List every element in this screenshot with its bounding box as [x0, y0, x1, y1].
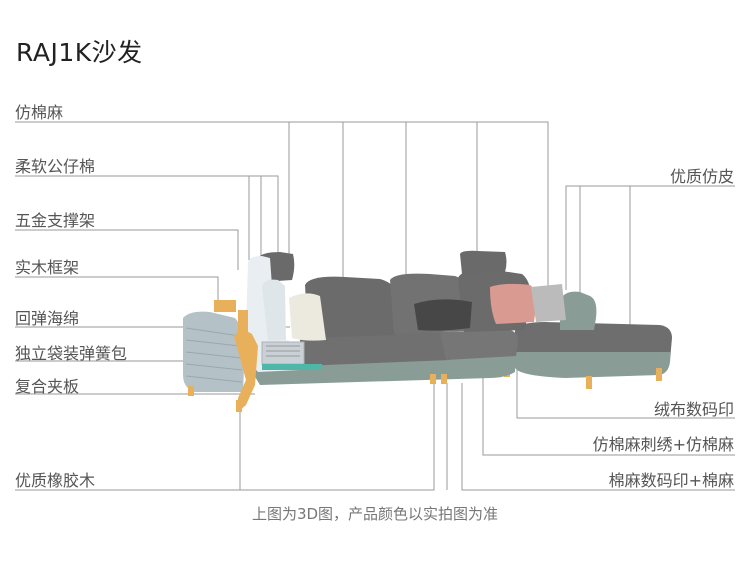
label-metal-support: 五金支撑架: [15, 211, 96, 230]
label-rebound-sponge: 回弹海绵: [15, 309, 80, 328]
label-soft-doll-cotton: 柔软公仔棉: [15, 157, 96, 176]
pillow-check: [531, 284, 566, 322]
pillow-cream: [289, 293, 326, 341]
label-velvet-print: 绒布数码印: [653, 400, 734, 419]
label-pocket-spring: 独立袋装弹簧包: [15, 344, 128, 363]
sofa-illustration: [183, 250, 672, 412]
pillow-pink: [490, 283, 538, 324]
pillow-dark: [414, 299, 472, 331]
label-faux-leather: 优质仿皮: [669, 167, 734, 186]
label-linen-print: 棉麻数码印+棉麻: [608, 471, 734, 490]
label-embroidery: 仿棉麻刺绣+仿棉麻: [592, 435, 734, 454]
label-cotton-linen: 仿棉麻: [15, 103, 64, 122]
label-rubber-wood: 优质橡胶木: [15, 471, 96, 490]
disclaimer-caption: 上图为3D图，产品颜色以实拍图为准: [251, 505, 499, 523]
page-title: RAJ1K沙发: [16, 38, 143, 67]
label-wood-frame: 实木框架: [15, 258, 80, 277]
label-plywood: 复合夹板: [15, 377, 80, 396]
